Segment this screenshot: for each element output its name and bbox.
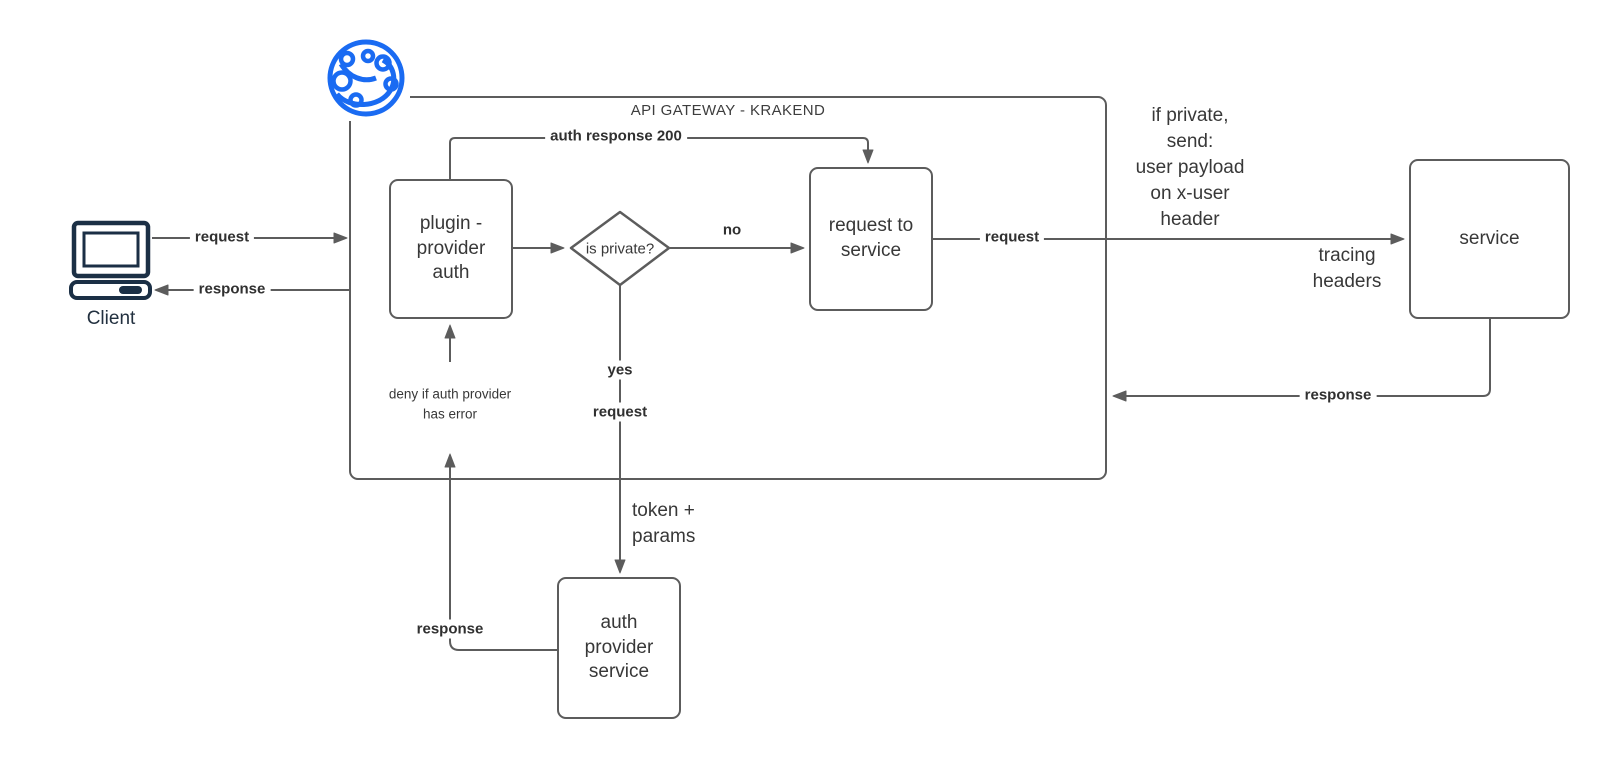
label-request-down: request [587, 402, 653, 422]
node-auth-provider-service: auth provider service [557, 577, 681, 719]
decision-diamond [569, 210, 671, 287]
label-request-to-backend: request [979, 227, 1045, 247]
label-service-response: response [1299, 385, 1377, 405]
label-no: no [717, 220, 747, 240]
node-request-to-service: request to service [809, 167, 933, 311]
note-tracing-headers: tracing headers [1312, 244, 1382, 292]
note-if-private-send: if private, send: user payload on x-user… [1135, 104, 1245, 231]
krakend-logo-icon [322, 37, 410, 121]
label-yes: yes [602, 360, 638, 380]
decision-label: is private? [585, 240, 655, 258]
node-plugin-provider-auth: plugin - provider auth [389, 179, 513, 319]
note-token-params: token + params [632, 499, 696, 547]
label-auth-response-200: auth response 200 [545, 126, 687, 146]
label-client-request: request [189, 227, 255, 247]
arrow-service-response [1112, 318, 1491, 402]
label-auth-provider-response: response [411, 619, 489, 639]
gateway-container [349, 96, 1107, 480]
client-label: Client [86, 307, 136, 329]
node-service: service [1409, 159, 1570, 319]
label-client-response: response [193, 279, 271, 299]
arrow-auth-provider-response [444, 453, 558, 651]
note-deny-if-auth-error: deny if auth provider has error [384, 383, 516, 425]
gateway-title: API GATEWAY - KRAKEND [630, 102, 826, 119]
client-computer-icon [69, 220, 152, 300]
